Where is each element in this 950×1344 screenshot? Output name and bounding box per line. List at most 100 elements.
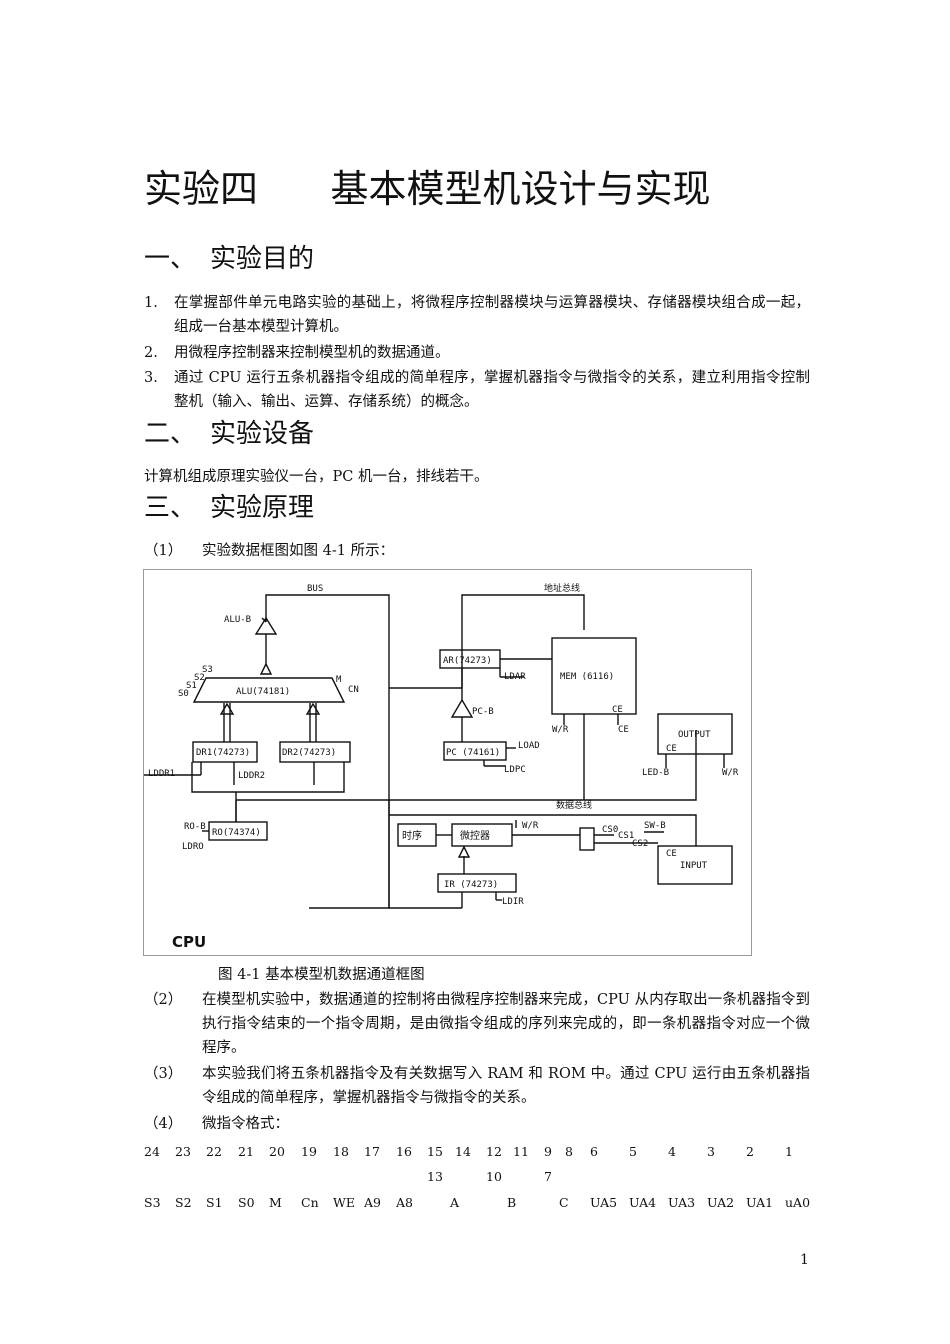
label-s2: S2 [194,673,205,683]
bit-number: 2 [746,1144,754,1159]
bit-number-row: 24 23 22 21 20 19 18 17 16 15 14 12 11 9… [0,1144,950,1164]
section-number: 二、 [144,419,197,449]
label-ro-b: RO-B [184,822,206,832]
label-load: LOAD [518,741,540,751]
bit-number: 8 [565,1144,573,1159]
label-dr2: DR2(74273) [282,748,336,758]
label-s3: S3 [202,665,213,675]
page-title: 实验四 基本模型机设计与实现 [144,167,711,211]
bit-number: 16 [396,1144,412,1159]
label-ar: AR(74273) [443,656,492,666]
field-name: S0 [238,1195,255,1210]
bit-number: 1 [785,1144,793,1159]
datapath-svg: BUS 地址总线 ALU-B ALU(74181) S3 S2 S1 S0 M … [144,582,739,951]
list-text: 微指令格式： [202,1116,289,1132]
section-number: 一、 [144,244,197,274]
label-pc-b: PC-B [472,707,494,717]
list-text: 在模型机实验中，数据通道的控制将由微程序控制器来完成，CPU 从内存取出一条机器… [202,992,810,1056]
field-name: A9 [364,1195,381,1210]
bit-number: 13 [427,1169,443,1184]
label-bus: BUS [307,584,323,594]
bit-number: 12 [486,1144,502,1159]
label-controller: 微控器 [460,829,490,842]
label-wr-out: W/R [722,768,739,778]
label-ldpc: LDPC [504,765,526,775]
field-name: UA3 [668,1195,696,1210]
label-ce-out: CE [666,744,677,754]
label-sw-b: SW-B [644,821,666,831]
field-name: C [559,1195,569,1210]
field-name: A [450,1195,460,1210]
label-cs1: CS1 [618,831,634,841]
bit-number: 24 [144,1144,160,1159]
section-title: 实验设备 [210,419,315,449]
label-ldar: LDAR [504,672,526,682]
bit-number-row-2: 13 10 7 [0,1169,950,1189]
datapath-diagram: BUS 地址总线 ALU-B ALU(74181) S3 S2 S1 S0 M … [143,569,752,956]
label-output: OUTPUT [678,730,711,740]
bit-number: 4 [668,1144,676,1159]
list-text: 通过 CPU 运行五条机器指令组成的简单程序，掌握机器指令与微指令的关系，建立利… [174,370,810,410]
section-title: 实验目的 [210,244,315,274]
field-name: A8 [396,1195,413,1210]
list-text: 在掌握部件单元电路实验的基础上，将微程序控制器模块与运算器模块、存储器模块组合成… [174,295,810,335]
section-title: 实验原理 [210,493,315,523]
label-alu: ALU(74181) [236,687,290,697]
section-heading-objectives: 一、实验目的 [144,238,314,275]
list-text: 用微程序控制器来控制模型机的数据通道。 [174,345,450,361]
label-m: M [336,675,342,685]
label-ce-in: CE [666,849,677,859]
bit-number: 14 [455,1144,471,1159]
principle-item: （1） 实验数据框图如图 4-1 所示： [144,539,810,563]
objective-item: 2. 用微程序控制器来控制模型机的数据通道。 [144,341,810,365]
equipment-text: 计算机组成原理实验仪一台，PC 机一台，排线若干。 [144,469,489,485]
field-name: UA1 [746,1195,774,1210]
field-name: S1 [206,1195,223,1210]
bit-number: 18 [333,1144,349,1159]
list-number: （2） [144,992,183,1008]
label-led-b: LED-B [642,768,669,778]
page-number: 1 [800,1252,809,1268]
bit-number: 9 [544,1144,552,1159]
bit-number: 15 [427,1144,443,1159]
bit-number: 23 [175,1144,191,1159]
list-number: （1） [144,543,183,559]
label-data-bus: 数据总线 [556,799,592,811]
list-number: （3） [144,1066,183,1082]
bit-number: 5 [629,1144,637,1159]
objective-item: 1. 在掌握部件单元电路实验的基础上，将微程序控制器模块与运算器模块、存储器模块… [144,291,810,339]
label-input: INPUT [680,861,708,871]
section-heading-principle: 三、实验原理 [144,487,314,524]
label-cpu: CPU [172,933,206,951]
label-addr-bus: 地址总线 [544,582,580,594]
label-s1: S1 [186,681,197,691]
bit-number: 17 [364,1144,380,1159]
label-wr: W/R [552,725,569,735]
field-name: WE [333,1195,355,1210]
list-text: 本实验我们将五条机器指令及有关数据写入 RAM 和 ROM 中。通过 CPU 运… [202,1066,810,1106]
field-name: UA2 [707,1195,735,1210]
label-ce-mem2: CE [618,725,629,735]
label-ro: RO(74374) [212,828,261,838]
bit-number: 11 [513,1144,529,1159]
label-cs0: CS0 [602,825,618,835]
list-number: 2. [144,345,158,361]
list-number: 3. [144,370,158,386]
bit-number: 21 [238,1144,254,1159]
field-name: UA5 [590,1195,618,1210]
bit-number: 3 [707,1144,715,1159]
label-ldro: LDRO [182,842,204,852]
principle-item: （4） 微指令格式： [144,1112,810,1136]
label-ce-mem: CE [612,705,623,715]
label-cs2: CS2 [632,839,648,849]
label-timing: 时序 [402,829,422,842]
figure-caption: 图 4-1 基本模型机数据通道框图 [218,967,425,983]
label-wr-ctl: W/R [522,821,539,831]
field-name: UA4 [629,1195,657,1210]
field-name: Cn [301,1195,319,1210]
label-cn: CN [348,685,359,695]
bit-number: 6 [590,1144,598,1159]
principle-item: （3） 本实验我们将五条机器指令及有关数据写入 RAM 和 ROM 中。通过 C… [144,1062,810,1110]
label-lddr2: LDDR2 [238,771,265,781]
section-number: 三、 [144,493,197,523]
